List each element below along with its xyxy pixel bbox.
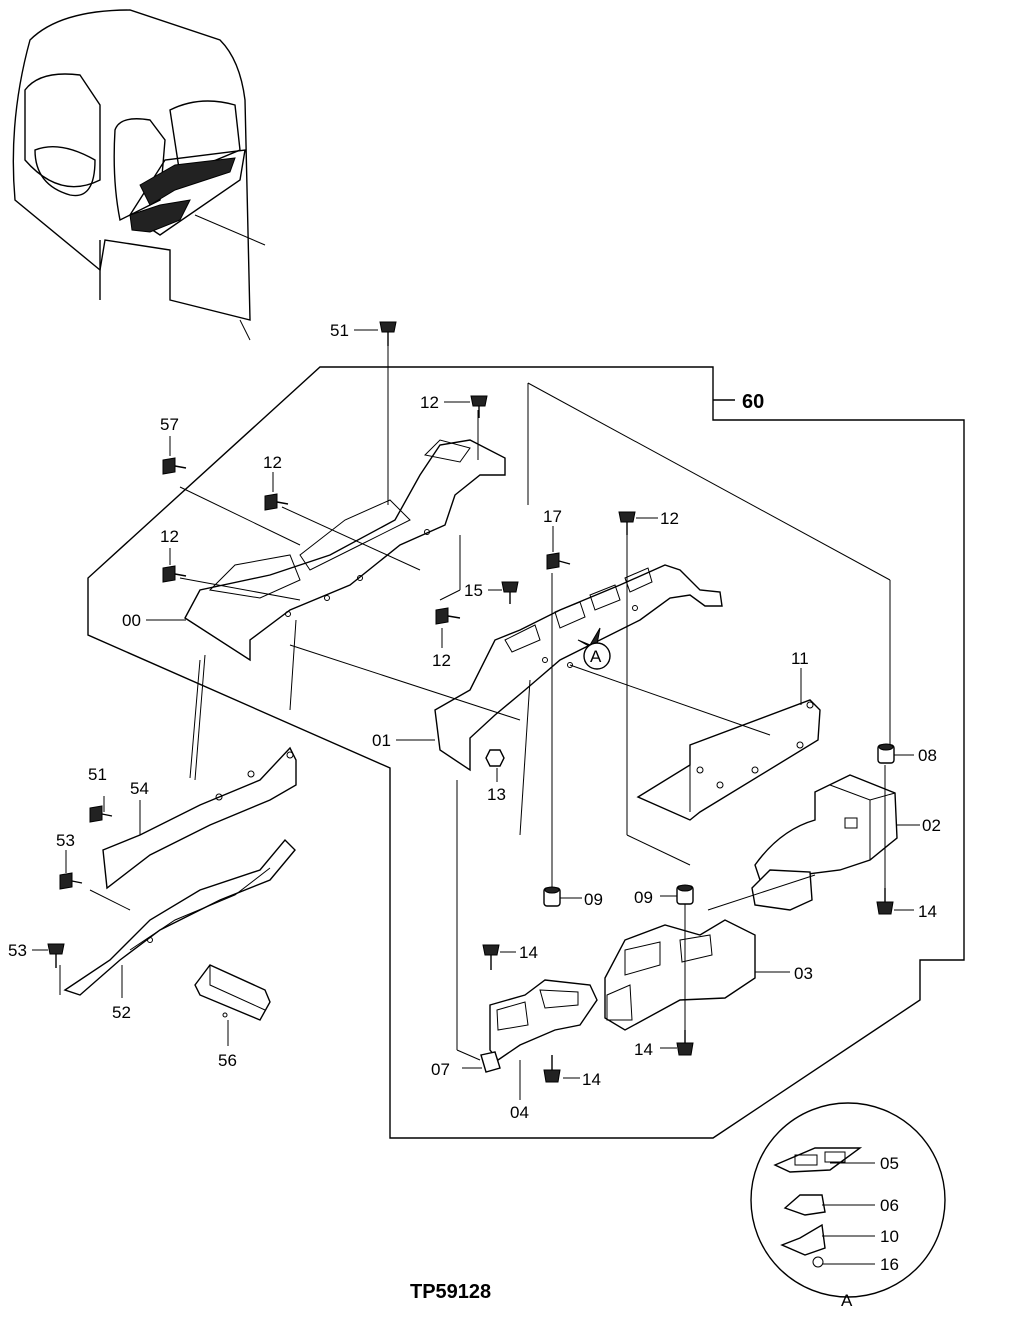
nut-13-icon	[485, 749, 505, 767]
part-52-plate	[63, 838, 296, 996]
spacer-09-right-icon	[676, 884, 694, 905]
callout-52: 52	[112, 1003, 131, 1022]
callout-14-duct: 14	[634, 1040, 653, 1059]
callout-17: 17	[543, 507, 562, 526]
fasteners: A	[47, 321, 895, 1083]
group-60-outline: 60	[87, 366, 965, 1139]
callout-labels: 51 12 57 12 12 00 17 12 15 12 01 13 11 0…	[8, 321, 941, 1274]
bolt-17-icon	[546, 552, 571, 570]
part-03-duct	[604, 919, 756, 1031]
callout-51-top: 51	[330, 321, 349, 340]
bolt-12-left-icon	[162, 565, 187, 583]
callout-12-left: 12	[160, 527, 179, 546]
detail-a-marker: A	[577, 627, 611, 670]
callout-02: 02	[922, 816, 941, 835]
bolt-15-icon	[501, 581, 519, 604]
bolt-14-duct-icon	[676, 1030, 694, 1056]
callout-leaders	[32, 329, 920, 1265]
callout-10: 10	[880, 1227, 899, 1246]
drawing-id: TP59128	[410, 1281, 491, 1303]
part-01-frame	[434, 564, 723, 772]
part-00-frame	[184, 439, 506, 662]
spacer-09-left-icon	[543, 886, 561, 907]
callout-05: 05	[880, 1154, 899, 1173]
callout-09-right: 09	[634, 888, 653, 907]
callout-16: 16	[880, 1255, 899, 1274]
clip-07-icon	[480, 1051, 501, 1073]
callout-09-left: 09	[584, 890, 603, 909]
leader-lines	[59, 345, 891, 1061]
callout-01: 01	[372, 731, 391, 750]
bolt-51-top-icon	[379, 321, 397, 346]
callout-12-right: 12	[660, 509, 679, 528]
callout-06: 06	[880, 1196, 899, 1215]
spacer-08-icon	[877, 743, 895, 764]
bolt-14-lower-icon	[543, 1055, 561, 1083]
callout-11: 11	[791, 649, 809, 668]
cab-overview	[12, 9, 266, 341]
callout-13: 13	[487, 785, 506, 804]
callout-14-right: 14	[918, 902, 937, 921]
callout-00: 00	[122, 611, 141, 630]
callout-14-left: 14	[519, 943, 538, 962]
callout-14-lower: 14	[582, 1070, 601, 1089]
bolt-53-lower-icon	[47, 943, 65, 968]
bolt-51-lower-icon	[89, 805, 113, 823]
callout-56: 56	[218, 1051, 237, 1070]
callout-07: 07	[431, 1060, 450, 1079]
part-02-box	[751, 774, 898, 911]
bolt-57-icon	[162, 457, 187, 475]
bolt-53-upper-icon	[59, 872, 83, 890]
callout-53-lower: 53	[8, 941, 27, 960]
callout-12-lower: 12	[432, 651, 451, 670]
callout-15: 15	[464, 581, 483, 600]
detail-a: A	[750, 1102, 946, 1310]
callout-04: 04	[510, 1103, 529, 1122]
callout-54: 54	[130, 779, 149, 798]
part-54-plate	[102, 746, 297, 890]
group-60-label: 60	[742, 391, 764, 413]
part-11-plate	[636, 699, 821, 821]
bolt-14-right-icon	[876, 888, 894, 915]
bolt-12-right-icon	[618, 511, 636, 535]
part-04-duct	[489, 979, 598, 1061]
bolt-12-lower-icon	[435, 607, 461, 625]
part-56-block	[194, 964, 271, 1021]
detail-a-label: A	[841, 1291, 853, 1310]
callout-53-upper: 53	[56, 831, 75, 850]
callout-57: 57	[160, 415, 179, 434]
callout-12-mid: 12	[263, 453, 282, 472]
callout-03: 03	[794, 964, 813, 983]
callout-08: 08	[918, 746, 937, 765]
bolt-12-mid-icon	[264, 493, 289, 511]
detail-a-marker-label: A	[590, 647, 602, 666]
callout-51-lower: 51	[88, 765, 107, 784]
bolt-14-left-icon	[482, 944, 500, 970]
callout-12-top: 12	[420, 393, 439, 412]
bolt-12-top-icon	[470, 395, 488, 418]
